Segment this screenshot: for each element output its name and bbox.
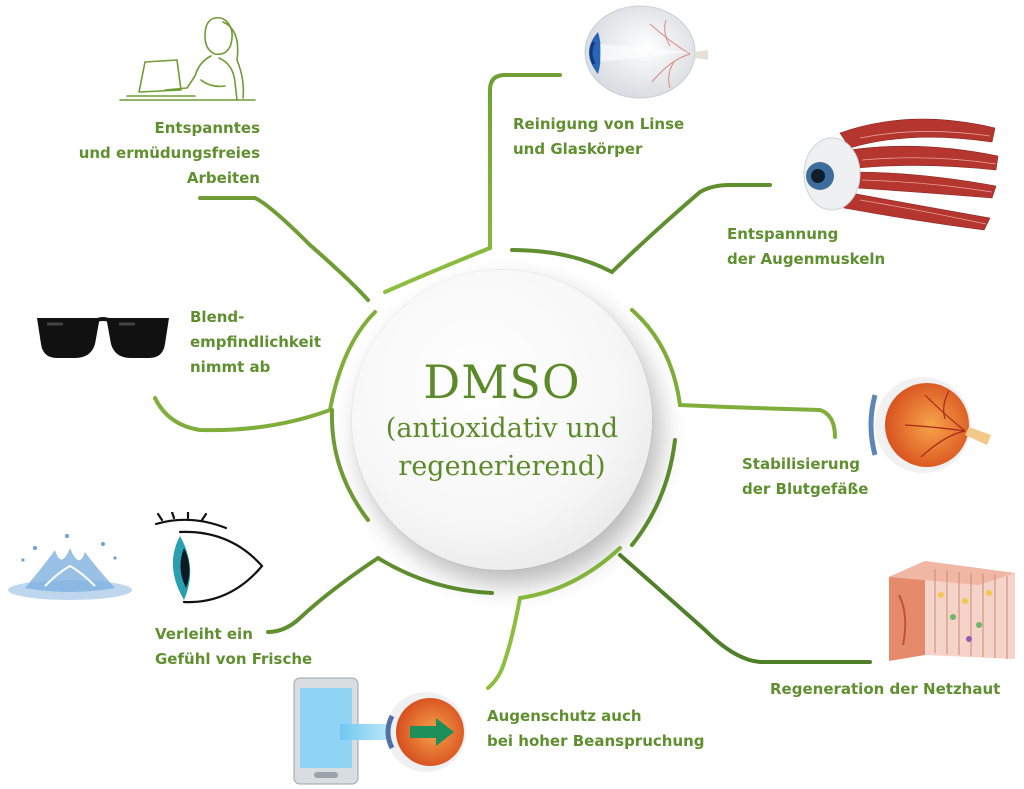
benefit-fresh-line-1: Verleiht ein [155, 625, 253, 643]
benefit-protect-line-2: bei hoher Beanspruchung [487, 732, 705, 750]
connector-arc-right [630, 438, 677, 547]
connector-protect [486, 546, 622, 690]
benefit-muscles-line-2: der Augenmuskeln [727, 250, 886, 268]
benefit-work-line-2: und ermüdungsfreies [78, 144, 260, 162]
benefit-protect-line-1: Augenschutz auch [487, 707, 642, 725]
benefit-vessels-label: Stabilisierung der Blutgefäße [742, 452, 868, 502]
benefit-vessels-line-2: der Blutgefäße [742, 480, 869, 498]
benefit-work-line-3: Arbeiten [186, 169, 260, 187]
benefit-fresh-label: Verleiht ein Gefühl von Frische [155, 622, 312, 672]
connector-muscles [510, 183, 772, 275]
benefit-protect-label: Augenschutz auch bei hoher Beanspruchung [487, 704, 705, 754]
benefit-vessels-line-1: Stabilisierung [742, 455, 860, 473]
benefit-fresh-line-2: Gefühl von Frische [155, 650, 313, 668]
retina-cells-icon [889, 561, 1015, 661]
connector-vessels [630, 308, 837, 439]
center-subtitle-line-2: regenerierend) [398, 451, 606, 482]
benefit-work-label: Entspanntes und ermüdungsfreies Arbeiten [60, 116, 260, 191]
connector-fresh [266, 555, 494, 634]
benefit-glare-line-2: empfindlichkeit [190, 333, 321, 351]
eye-muscles-icon [803, 118, 999, 231]
sunglasses-icon [37, 317, 169, 358]
smartphone-icon [293, 677, 359, 785]
eye-blood-vessels-icon [868, 377, 991, 473]
benefit-lens-label: Reinigung von Linse und Glaskörper [513, 112, 684, 162]
connector-lens [383, 73, 562, 294]
benefit-retina-label: Regeneration der Netzhaut [770, 677, 1000, 702]
benefit-lens-line-1: Reinigung von Linse [513, 115, 685, 133]
connector-arc-lower [329, 408, 370, 522]
connector-retina [618, 553, 872, 664]
benefit-glare-line-1: Blend- [190, 308, 245, 326]
benefit-muscles-label: Entspannung der Augenmuskeln [727, 222, 885, 272]
eye-light-beam-icon [340, 692, 466, 772]
connector-glare [153, 310, 377, 433]
center-disc: DMSO (antioxidativ und regenerierend) [352, 270, 652, 570]
center-title: DMSO [423, 355, 581, 409]
benefit-retina-line-1: Regeneration der Netzhaut [770, 680, 1001, 698]
center-subtitle-line-1: (antioxidativ und [385, 413, 619, 444]
eye-profile-icon [154, 512, 264, 604]
benefit-lens-line-2: und Glaskörper [513, 140, 643, 158]
woman-laptop-icon [119, 16, 256, 101]
benefit-glare-label: Blend- empfindlichkeit nimmt ab [190, 305, 321, 380]
eyeball-cross-section-icon [584, 5, 708, 99]
benefit-glare-line-3: nimmt ab [190, 358, 271, 376]
benefit-muscles-line-1: Entspannung [727, 225, 839, 243]
benefit-work-line-1: Entspanntes [154, 119, 260, 137]
connector-work [198, 196, 370, 302]
water-splash-icon [8, 534, 132, 600]
